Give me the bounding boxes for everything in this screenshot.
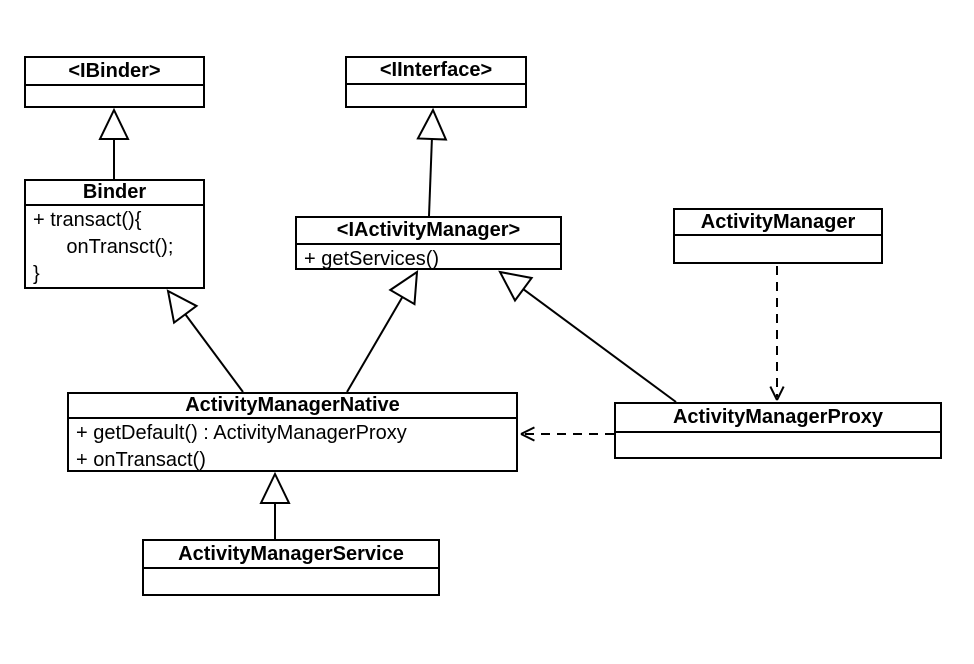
- class-box-ibinder: <IBinder>: [24, 56, 205, 108]
- class-member: + getServices(): [304, 248, 440, 270]
- class-title-binder: Binder: [26, 181, 203, 206]
- class-members-binder: + transact(){ onTransct();}: [26, 206, 203, 288]
- class-box-activitymanager: ActivityManager: [673, 208, 883, 264]
- class-title-iinterface: <IInterface>: [347, 58, 525, 85]
- class-member: onTransct();: [33, 236, 174, 258]
- generalization-arrowhead-icon: [98, 107, 130, 140]
- class-member: + onTransact(): [76, 449, 206, 471]
- class-title-activitymanager: ActivityManager: [675, 210, 881, 236]
- class-title-iactivitymanager: <IActivityManager>: [297, 218, 560, 245]
- class-members-activitymanagernative: + getDefault() : ActivityManagerProxy + o…: [69, 419, 516, 474]
- edge-line-iactivitymanager-to-iinterface: [428, 138, 433, 217]
- class-members-iinterface: [347, 85, 525, 86]
- dependency-arrowhead-icon: [776, 386, 785, 401]
- edge-line-activitymanagernative-to-iactivitymanager: [346, 296, 404, 393]
- class-title-ibinder: <IBinder>: [26, 58, 203, 86]
- class-box-activitymanagerproxy: ActivityManagerProxy: [614, 402, 942, 459]
- class-box-iactivitymanager: <IActivityManager> + getServices(): [295, 216, 562, 270]
- class-member: + getDefault() : ActivityManagerProxy: [76, 422, 407, 444]
- class-members-iactivitymanager: + getServices(): [297, 245, 560, 273]
- dependency-arrowhead-icon: [520, 433, 535, 442]
- class-members-ibinder: [26, 86, 203, 87]
- generalization-arrowhead-icon: [166, 289, 199, 325]
- dependency-arrowhead-icon: [520, 426, 535, 435]
- class-box-iinterface: <IInterface>: [345, 56, 527, 108]
- generalization-arrowhead-icon: [388, 270, 419, 306]
- class-box-activitymanagerservice: ActivityManagerService: [142, 539, 440, 596]
- class-box-binder: Binder+ transact(){ onTransct();}: [24, 179, 205, 289]
- class-members-activitymanager: [675, 236, 881, 237]
- class-box-activitymanagernative: ActivityManagerNative+ getDefault() : Ac…: [67, 392, 518, 472]
- generalization-arrowhead-icon: [498, 270, 534, 303]
- edge-line-activitymanagerproxy-to-iactivitymanager: [522, 288, 677, 403]
- class-title-activitymanagerservice: ActivityManagerService: [144, 541, 438, 569]
- generalization-arrowhead-icon: [259, 471, 291, 504]
- class-member: + transact(){: [33, 209, 142, 231]
- generalization-arrowhead-icon: [416, 107, 448, 141]
- class-members-activitymanagerproxy: [616, 433, 940, 434]
- class-members-activitymanagerservice: [144, 569, 438, 570]
- class-title-activitymanagerproxy: ActivityManagerProxy: [616, 404, 940, 433]
- edge-line-activitymanagernative-to-binder: [184, 313, 244, 393]
- class-title-activitymanagernative: ActivityManagerNative: [69, 394, 516, 419]
- dependency-arrowhead-icon: [769, 386, 778, 401]
- class-member: }: [33, 263, 40, 285]
